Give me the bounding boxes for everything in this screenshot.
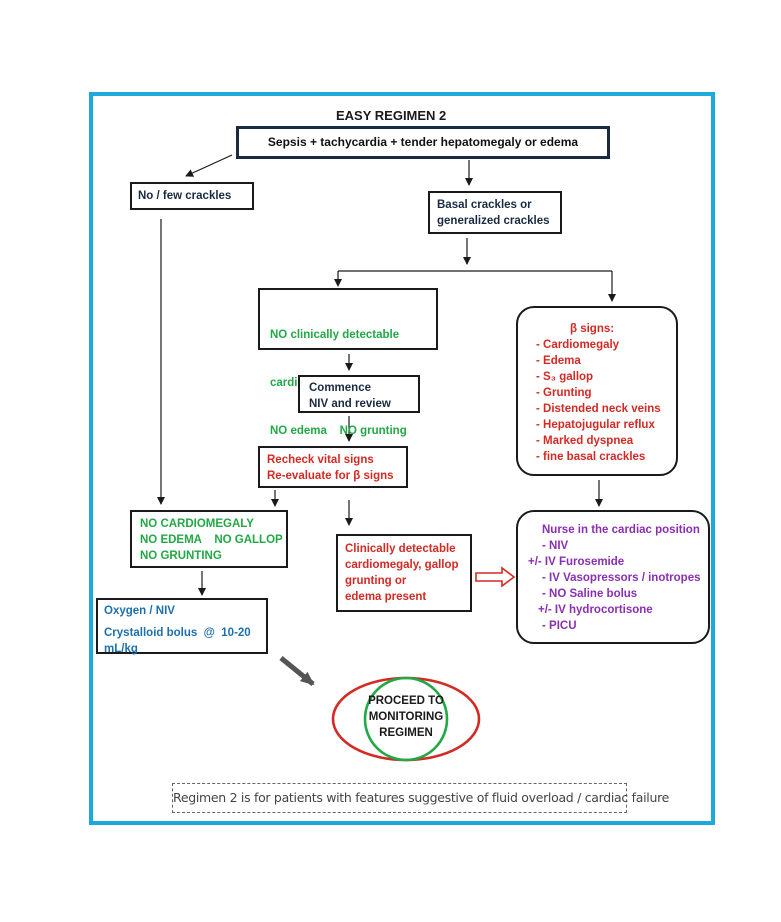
no-cardiomegaly-line-1: NO CARDIOMEGALY: [140, 518, 254, 530]
beta-heading: β signs:: [570, 323, 615, 335]
oxygen-line-2: Crystalloid bolus @ 10-20: [104, 627, 251, 639]
clinically-detectable-box: Clinically detectable cardiomegaly, gall…: [336, 534, 472, 612]
beta-item: - Edema: [536, 355, 581, 367]
commence-line-1: Commence: [309, 382, 371, 394]
nurse-line-1: Nurse in the cardiac position: [542, 524, 700, 536]
diagram-frame: [89, 92, 715, 825]
no-crackles-box: No / few crackles: [130, 182, 254, 210]
nurse-line-7: - PICU: [542, 620, 577, 632]
no-cardiomegaly-box: NO CARDIOMEGALY NO EDEMA NO GALLOP NO GR…: [130, 510, 288, 568]
beta-item: - Distended neck veins: [536, 403, 661, 415]
beta-signs-box: β signs: - Cardiomegaly - Edema - S₃ gal…: [516, 306, 678, 476]
no-cardiomegaly-line-3: NO GRUNTING: [140, 550, 222, 562]
beta-item: - Marked dyspnea: [536, 435, 634, 447]
nurse-line-2: - NIV: [542, 540, 569, 552]
basal-line-2: generalized crackles: [437, 215, 550, 227]
proceed-line-1: PROCEED TO: [368, 695, 444, 707]
diagram-title: EASY REGIMEN 2: [336, 108, 447, 123]
beta-item: - fine basal crackles: [536, 451, 646, 463]
recheck-line-2: Re-evaluate for β signs: [267, 470, 394, 482]
top-box-text: Sepsis + tachycardia + tender hepatomega…: [267, 135, 579, 149]
top-box: Sepsis + tachycardia + tender hepatomega…: [236, 126, 610, 159]
proceed-line-3: REGIMEN: [379, 727, 433, 739]
nurse-line-4: - IV Vasopressors / inotropes: [542, 572, 701, 584]
no-crackles-text: No / few crackles: [138, 190, 232, 202]
proceed-text: PROCEED TO MONITORING REGIMEN: [354, 693, 458, 741]
recheck-line-1: Recheck vital signs: [267, 454, 374, 466]
clinical-line-2: cardiomegaly, gallop: [345, 559, 459, 571]
arrow-top-to-no-crackles: [185, 154, 233, 177]
beta-item: - Cardiomegaly: [536, 339, 620, 351]
clinical-line-1: Clinically detectable: [345, 543, 456, 555]
beta-item: - Hepatojugular reflux: [536, 419, 655, 431]
footer-note: Regimen 2 is for patients with features …: [172, 783, 669, 813]
oxygen-box: Oxygen / NIV Crystalloid bolus @ 10-20 m…: [96, 598, 268, 655]
commence-line-2: NIV and review: [309, 398, 391, 410]
clinical-line-3: grunting or: [345, 575, 407, 587]
nurse-line-3: +/- IV Furosemide: [528, 556, 625, 568]
basal-line-1: Basal crackles or: [437, 199, 532, 211]
no-clinical-line-1: NO clinically detectable: [270, 329, 400, 341]
no-clinical-line-3: NO edema NO grunting: [270, 425, 407, 437]
clinical-line-4: edema present: [345, 591, 427, 603]
beta-item: - Grunting: [536, 387, 592, 399]
beta-item: - S₃ gallop: [536, 371, 594, 383]
oxygen-line-1: Oxygen / NIV: [104, 605, 175, 617]
proceed-line-2: MONITORING: [368, 711, 444, 723]
proceed-circle: [363, 676, 449, 762]
nurse-line-6: +/- IV hydrocortisone: [538, 604, 653, 616]
no-clinical-box: NO clinically detectable cardiomegaly NO…: [258, 288, 438, 437]
arrow-oxygen-to-proceed: [279, 656, 315, 686]
nurse-box: Nurse in the cardiac position - NIV +/- …: [516, 510, 710, 644]
hollow-arrow-to-nurse: [475, 566, 516, 588]
commence-niv-box: Commence NIV and review: [298, 375, 420, 413]
basal-crackles-box: Basal crackles or generalized crackles: [428, 191, 562, 234]
oxygen-line-3: mL/kg: [104, 643, 138, 655]
nurse-line-5: - NO Saline bolus: [542, 588, 638, 600]
no-cardiomegaly-line-2: NO EDEMA NO GALLOP: [140, 534, 283, 546]
recheck-box: Recheck vital signs Re-evaluate for β si…: [258, 446, 408, 488]
